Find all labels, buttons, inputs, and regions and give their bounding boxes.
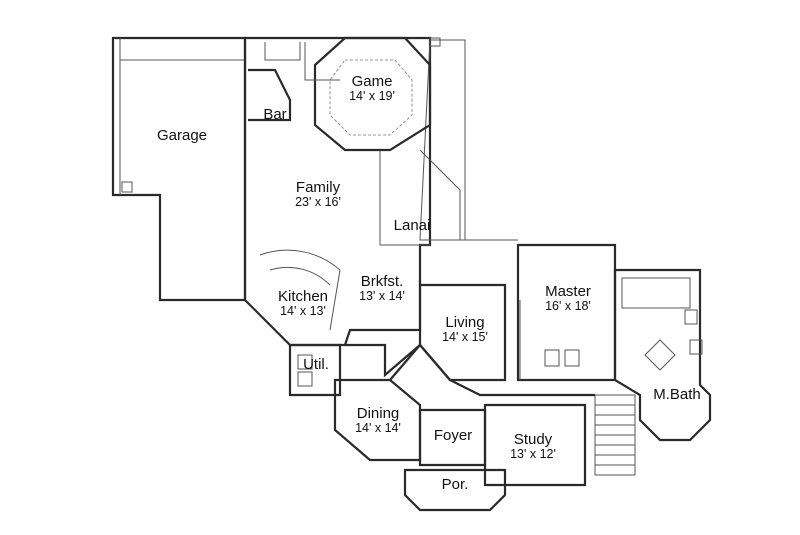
lanai-outline <box>419 39 466 241</box>
room-name: Brkfst. <box>360 273 404 290</box>
room-name: M.Bath <box>653 386 701 403</box>
room-label-porch: Por. <box>442 477 469 492</box>
study-walls <box>483 403 587 487</box>
master-bath-walls <box>613 268 712 442</box>
room-name: Garage <box>156 127 208 144</box>
room-dimensions: 14' x 13' <box>280 304 326 318</box>
room-label-brkfst: Brkfst.13' x 14' <box>359 274 405 304</box>
room-label-mbath: M.Bath <box>653 387 701 402</box>
room-name: Por. <box>441 476 469 493</box>
room-dimensions: 13' x 14' <box>359 289 405 303</box>
room-label-lanai: Lanai <box>394 218 431 233</box>
room-name: Util. <box>303 356 329 373</box>
room-name: Game <box>351 73 393 90</box>
room-name: Living <box>445 314 485 331</box>
room-dimensions: 14' x 14' <box>355 421 401 435</box>
room-dimensions: 14' x 15' <box>442 330 488 344</box>
main-house-walls <box>243 36 432 347</box>
room-dimensions: 13' x 12' <box>510 447 556 461</box>
garage-walls <box>111 36 247 302</box>
room-dimensions: 14' x 19' <box>349 89 395 103</box>
room-label-bar: Bar <box>263 107 286 122</box>
room-dimensions: 23' x 16' <box>295 195 341 209</box>
room-name: Master <box>545 283 591 300</box>
room-name: Study <box>513 431 553 448</box>
room-label-garage: Garage <box>157 128 207 143</box>
room-name: Foyer <box>433 427 473 444</box>
room-name: Family <box>295 179 341 196</box>
room-name: Kitchen <box>277 288 329 305</box>
room-label-foyer: Foyer <box>434 428 472 443</box>
room-label-util: Util. <box>303 357 329 372</box>
room-dimensions: 16' x 18' <box>545 299 591 313</box>
porch-walls <box>403 468 507 512</box>
util-walls <box>288 343 342 397</box>
game-room-walls <box>313 36 432 152</box>
room-name: Dining <box>356 405 400 422</box>
room-name: Bar <box>263 106 287 123</box>
room-name: Lanai <box>393 217 431 234</box>
